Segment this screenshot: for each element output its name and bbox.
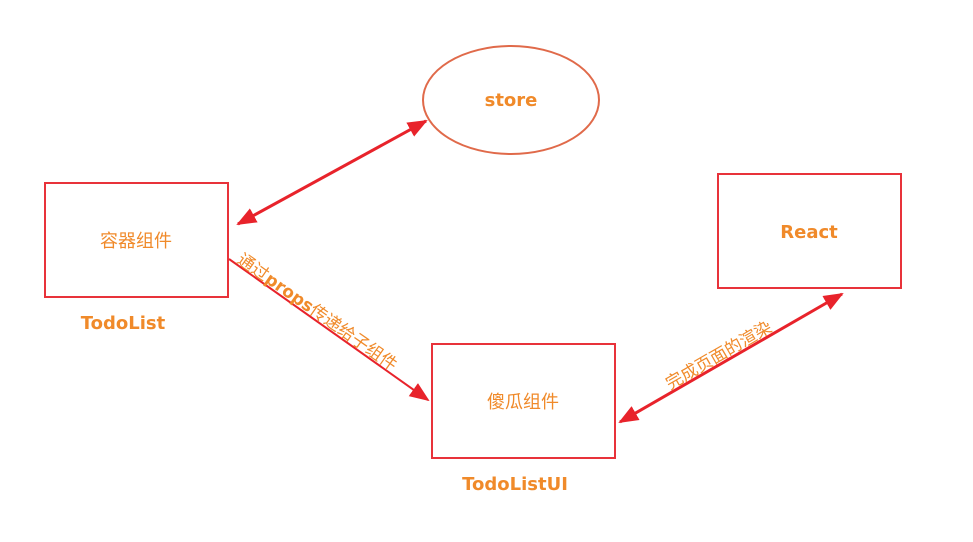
container-component-label: 容器组件 [100, 231, 172, 252]
store-node: store [422, 45, 600, 155]
props-edge-label-strong: props [261, 269, 317, 317]
container-component-node: 容器组件 TodoList [44, 182, 229, 334]
dumb-component-label: 傻瓜组件 [487, 392, 559, 413]
container-component-caption: TodoList [81, 313, 166, 334]
store-ellipse [422, 45, 600, 155]
dumb-component-node: 傻瓜组件 TodoListUI [431, 343, 616, 495]
props-edge-label-post: 传递给子组件 [306, 300, 401, 375]
store-container-arrow [236, 119, 428, 226]
react-node: React [717, 173, 902, 289]
dumb-component-caption: TodoListUI [462, 474, 568, 495]
props-edge-label: 通过props传递给子组件 [233, 250, 401, 376]
render-edge-label: 完成页面的渲染 [663, 318, 776, 395]
container-component-box [44, 182, 229, 298]
dumb-component-box [431, 343, 616, 459]
react-box [717, 173, 902, 289]
store-label: store [485, 90, 538, 111]
react-label: React [780, 222, 838, 243]
props-arrow [228, 258, 430, 402]
render-arrow [618, 292, 844, 424]
